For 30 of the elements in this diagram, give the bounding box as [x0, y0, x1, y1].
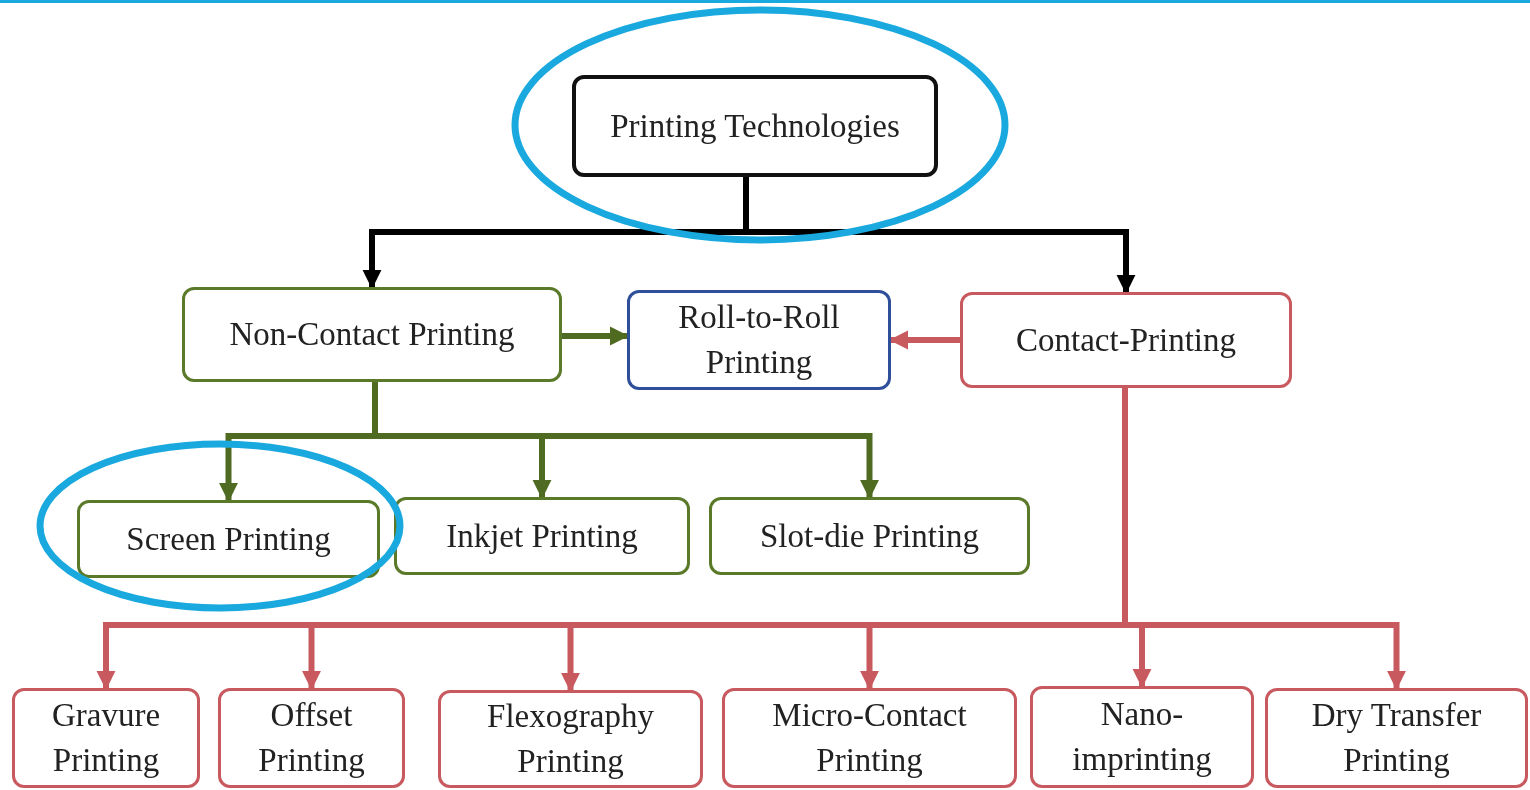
- category-box: [12, 688, 200, 788]
- node-label: Inkjet Printing: [446, 516, 638, 556]
- arrow: [889, 330, 960, 350]
- category-box: [1030, 686, 1254, 788]
- category-box: [77, 500, 380, 578]
- arrow: [1122, 388, 1407, 690]
- node-label: Dry Transfer Printing: [1310, 696, 1483, 780]
- category-box: [960, 292, 1292, 388]
- node-label: Non-Contact Printing: [229, 315, 515, 355]
- node-label: Gravure Printing: [50, 696, 162, 780]
- node-label: Roll-to-Roll Printing: [677, 298, 841, 382]
- node-label: Nano-imprinting: [1071, 695, 1213, 779]
- node-label: Contact-Printing: [1016, 320, 1236, 360]
- node-label: Micro-Contact Printing: [771, 696, 968, 780]
- arrow: [562, 326, 629, 346]
- category-box: [218, 688, 405, 788]
- arrow: [372, 382, 880, 499]
- category-box: [182, 287, 562, 382]
- category-box: [438, 690, 703, 788]
- node-label: Offset Printing: [257, 696, 366, 780]
- category-box: [722, 688, 1017, 788]
- node-label: Slot-die Printing: [759, 516, 980, 556]
- node-label: Flexography Printing: [486, 697, 655, 781]
- node-label: Printing Technologies: [610, 106, 900, 146]
- root-box: [572, 75, 938, 177]
- category-box: [709, 497, 1030, 575]
- node-label: Screen Printing: [126, 519, 331, 559]
- category-box: [627, 290, 891, 390]
- category-box: [1265, 688, 1528, 788]
- category-box: [394, 497, 690, 575]
